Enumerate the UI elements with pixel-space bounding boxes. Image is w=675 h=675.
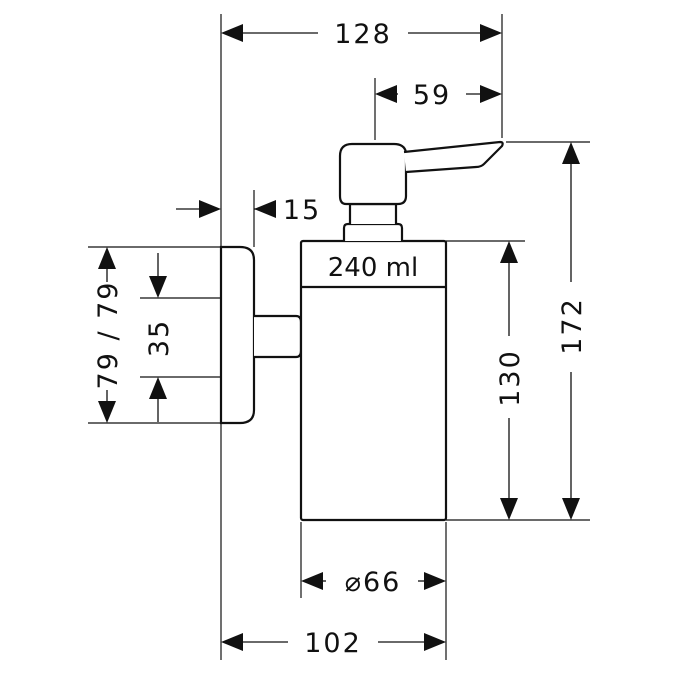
dispenser-outline [219,140,504,522]
dimension-spout-reach: 59 [375,80,502,111]
dimension-container-height: 130 [495,241,526,520]
dim-rosette-height: 79 / 79 [93,281,124,390]
dimension-container-diameter: ⌀66 [301,567,446,598]
dimension-rosette-height: 79 / 79 [93,247,124,423]
dim-overall-height: 172 [557,297,588,355]
extension-lines [88,14,590,660]
capacity-label: 240 ml [328,253,418,283]
pump-neck [342,222,404,241]
dimension-rosette-depth: 15 [176,195,321,226]
dim-overall-width: 128 [334,19,392,50]
dimension-fixing-spacing: 35 [144,253,175,422]
dim-spout-reach: 59 [413,80,451,111]
dim-container-diameter: ⌀66 [345,567,402,598]
pump-head [338,142,408,206]
dimension-projection: 102 [221,628,446,659]
dimension-overall-height: 172 [557,142,588,520]
dim-container-height: 130 [495,349,526,407]
pump-lever [403,140,504,174]
holder-arm [254,314,303,359]
wall-rosette [219,245,256,425]
dim-rosette-depth: 15 [283,195,321,226]
dimension-overall-width: 128 [221,19,502,50]
dim-fixing-spacing: 35 [144,319,175,357]
dim-projection: 102 [304,628,362,659]
pump-collar [348,202,398,224]
